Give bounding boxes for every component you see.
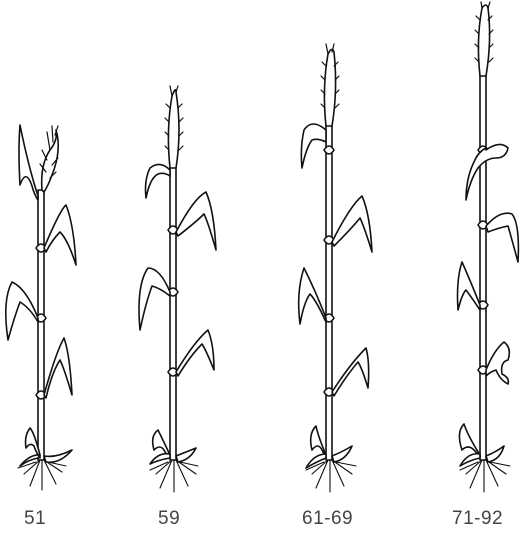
stem [170,165,176,460]
ear-icon [321,44,339,126]
leaf [486,213,518,262]
stage-label-71-92: 71-92 [452,508,503,530]
basal-leaf [459,424,480,458]
stem [480,75,486,460]
ear-icon [475,2,493,76]
leaf [44,338,72,398]
stage-label-51: 51 [24,508,46,530]
roots-icon [306,460,356,492]
leaf [301,124,326,168]
leaf [332,348,369,396]
wheat-plant-stage-71-92 [458,2,519,492]
basal-leaf [176,448,196,462]
leaf [299,268,326,324]
wheat-plant-stage-51 [6,125,76,490]
leaf [44,205,76,265]
leaf [486,342,509,384]
leaf [466,144,508,200]
roots-icon [18,460,66,490]
wheat-plant-stage-61-69 [299,44,372,492]
stage-label-59: 59 [158,508,180,530]
basal-leaf [44,450,72,462]
ear-icon [165,86,183,168]
wheat-plant-stage-59 [139,86,216,492]
basal-leaf [311,426,326,458]
stem [38,190,44,460]
roots-icon [150,460,198,492]
leaf [139,268,170,330]
leaf [176,192,216,250]
leaf [146,164,171,198]
basal-leaf [332,446,352,462]
node [324,146,334,154]
ear-icon [40,126,58,192]
roots-icon [460,460,510,492]
leaf [6,282,38,340]
leaf [332,196,372,252]
stem [326,125,332,460]
stage-label-61-69: 61-69 [302,508,353,530]
leaf [19,125,38,200]
basal-leaf [486,446,504,462]
leaf [458,262,481,310]
leaf [176,330,214,376]
